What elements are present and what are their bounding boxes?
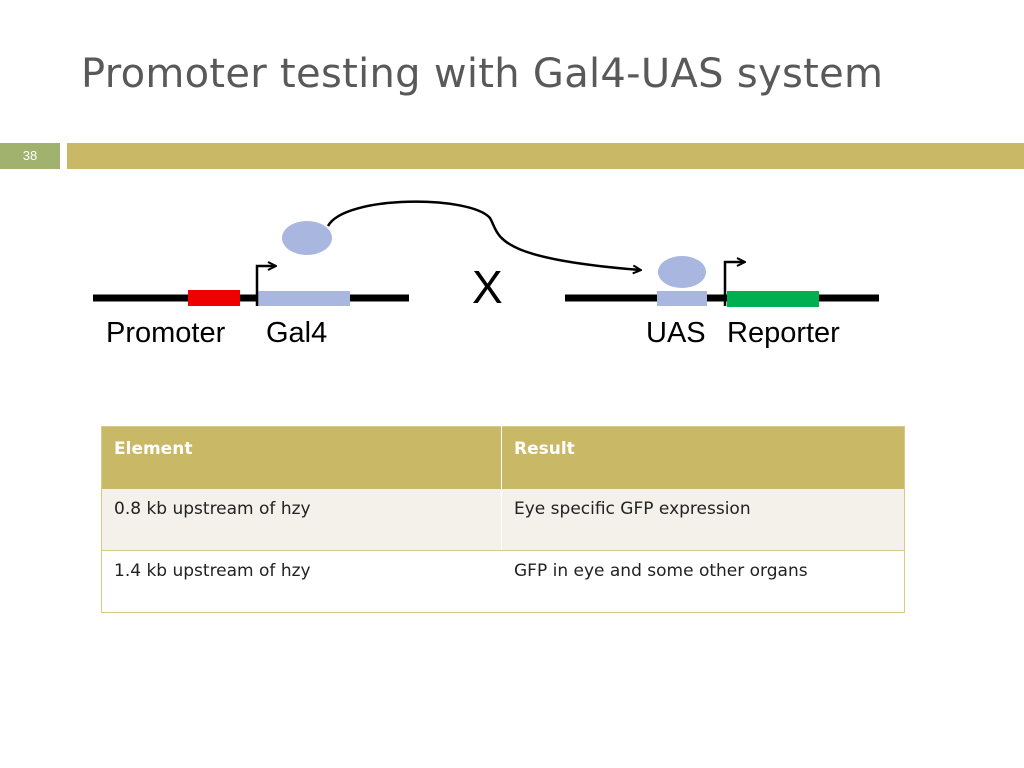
promoter-label: Promoter (106, 317, 226, 349)
table-row: 0.8 kb upstream of hzy Eye specific GFP … (101, 488, 905, 551)
table-cell-element: 0.8 kb upstream of hzy (101, 488, 502, 551)
reporter-transcription-start-arrow (723, 262, 744, 306)
table-cell-result: GFP in eye and some other organs (501, 550, 905, 613)
table-cell-result: Eye specific GFP expression (501, 488, 905, 551)
reporter-block (727, 291, 819, 307)
table-row: 1.4 kb upstream of hzy GFP in eye and so… (101, 550, 905, 613)
column-header-element: Element (101, 426, 502, 489)
cross-symbol: X (472, 261, 503, 313)
gal4-transcription-start-arrow (255, 266, 275, 306)
uas-label: UAS (646, 317, 706, 349)
table-header-row: Element Result (101, 426, 905, 489)
title-rule (67, 143, 1024, 169)
column-header-result: Result (501, 426, 905, 489)
reporter-label: Reporter (727, 317, 840, 349)
gal4-label: Gal4 (266, 317, 328, 349)
gal4-uas-diagram (93, 200, 879, 307)
results-table: Element Result 0.8 kb upstream of hzy Ey… (101, 426, 905, 613)
slide-number: 38 (0, 143, 60, 169)
uas-block (657, 291, 707, 306)
gal4-binding-arrow (326, 200, 640, 270)
promoter-block (188, 290, 240, 306)
gal4-protein (282, 221, 332, 255)
slide-title: Promoter testing with Gal4-UAS system (81, 51, 884, 97)
uas-bound-gal4-protein (658, 256, 706, 288)
gal4-block (258, 291, 350, 306)
table-cell-element: 1.4 kb upstream of hzy (101, 550, 502, 613)
